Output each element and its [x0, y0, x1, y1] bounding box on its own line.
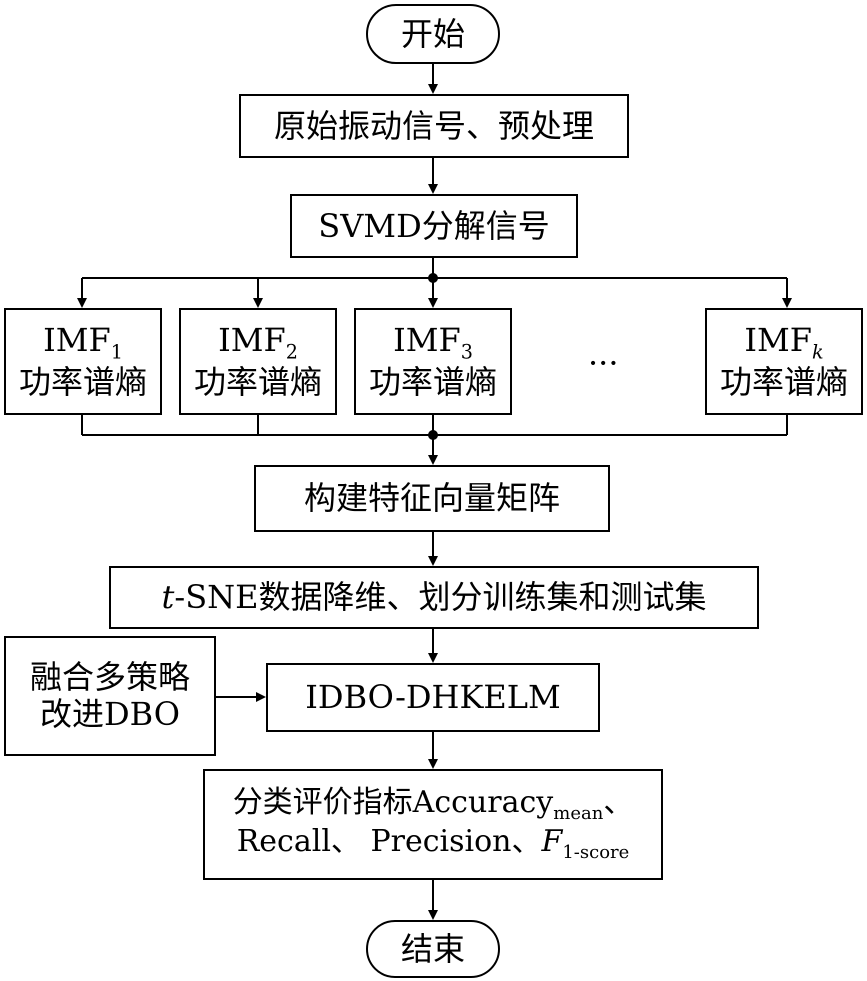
metrics-node: 分类评价指标Accuracymean、 Recall、 Precision、F1… [203, 769, 663, 880]
tsne-node: t-SNE数据降维、划分训练集和测试集 [109, 566, 759, 629]
imfk-title: IMFk [744, 321, 824, 364]
imfk-node: IMFk 功率谱熵 [705, 308, 863, 415]
imf3-node: IMF3 功率谱熵 [354, 308, 512, 415]
metrics-line1: 分类评价指标Accuracymean、 [232, 784, 634, 824]
preprocess-label: 原始振动信号、预处理 [273, 106, 594, 145]
strategy-line2: 改进DBO [39, 695, 180, 733]
imf1-node: IMF1 功率谱熵 [4, 308, 162, 415]
imfk-label: 功率谱熵 [719, 362, 848, 401]
branch-junction-dot [428, 273, 438, 283]
imf2-label: 功率谱熵 [193, 362, 322, 401]
model-node: IDBO-DHKELM [266, 663, 600, 732]
end-label: 结束 [400, 929, 465, 968]
imf1-title: IMF1 [43, 321, 123, 364]
end-node: 结束 [366, 920, 500, 978]
feature-matrix-label: 构建特征向量矩阵 [303, 479, 560, 518]
strategy-node: 融合多策略 改进DBO [4, 636, 216, 756]
preprocess-node: 原始振动信号、预处理 [239, 94, 629, 158]
strategy-line1: 融合多策略 [29, 658, 190, 697]
start-node: 开始 [366, 4, 500, 64]
metrics-line2: Recall、 Precision、F1-score [236, 823, 630, 863]
svmd-node: SVMD分解信号 [290, 194, 578, 258]
imf3-title: IMF3 [393, 321, 473, 364]
tsne-label: t-SNE数据降维、划分训练集和测试集 [161, 578, 707, 617]
imf-ellipsis: ··· [588, 344, 619, 382]
imf2-title: IMF2 [218, 321, 298, 364]
imf2-node: IMF2 功率谱熵 [179, 308, 337, 415]
imf1-label: 功率谱熵 [18, 362, 147, 401]
imf3-label: 功率谱熵 [368, 362, 497, 401]
start-label: 开始 [400, 14, 465, 53]
model-label: IDBO-DHKELM [305, 678, 561, 717]
svmd-label: SVMD分解信号 [318, 206, 550, 245]
feature-matrix-node: 构建特征向量矩阵 [254, 465, 610, 532]
merge-junction-dot [428, 430, 438, 440]
